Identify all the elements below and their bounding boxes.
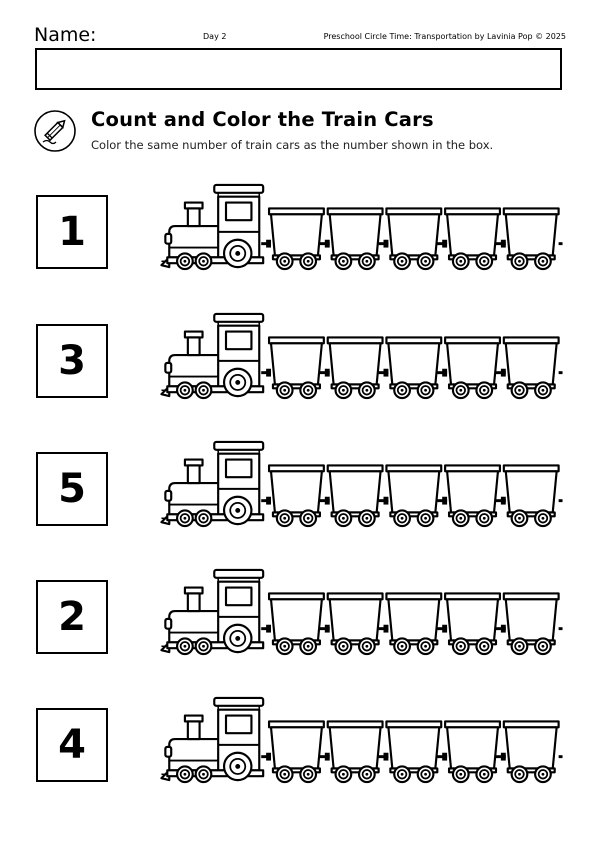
train-illustration[interactable] xyxy=(155,440,567,530)
train-row: 5 xyxy=(0,440,600,530)
number-box: 2 xyxy=(36,580,108,654)
train-row: 2 xyxy=(0,568,600,658)
activity-title: Count and Color the Train Cars xyxy=(91,108,434,131)
train-car xyxy=(437,464,501,528)
train-car xyxy=(261,464,325,528)
name-label: Name: xyxy=(34,24,97,46)
train-car xyxy=(261,592,325,656)
train-car xyxy=(496,592,560,656)
train-illustration[interactable] xyxy=(155,696,567,786)
train-car xyxy=(496,336,560,400)
train-car xyxy=(496,464,560,528)
number-box: 4 xyxy=(36,708,108,782)
train-illustration[interactable] xyxy=(155,312,567,402)
train-row: 3 xyxy=(0,312,600,402)
train-illustration[interactable] xyxy=(155,568,567,658)
train-car xyxy=(319,336,384,400)
train-car xyxy=(378,336,443,400)
train-car xyxy=(378,720,443,784)
train-row: 1 xyxy=(0,183,600,273)
train-row: 4 xyxy=(0,696,600,786)
train-car xyxy=(437,592,501,656)
train-car xyxy=(319,207,384,271)
train-car xyxy=(437,207,501,271)
train-car xyxy=(437,336,501,400)
train-car xyxy=(496,720,560,784)
train-car xyxy=(496,207,560,271)
locomotive xyxy=(160,183,265,271)
day-label: Day 2 xyxy=(203,32,227,41)
train-car xyxy=(319,464,384,528)
train-car xyxy=(319,720,384,784)
train-car xyxy=(378,592,443,656)
locomotive xyxy=(160,440,265,528)
locomotive xyxy=(160,568,265,656)
activity-instructions: Color the same number of train cars as t… xyxy=(91,138,494,152)
number-box: 1 xyxy=(36,195,108,269)
worksheet-header: Name: Day 2 Preschool Circle Time: Trans… xyxy=(0,0,600,50)
train-car xyxy=(378,464,443,528)
train-car xyxy=(319,592,384,656)
locomotive xyxy=(160,696,265,784)
name-input-box[interactable] xyxy=(35,48,562,90)
train-car xyxy=(378,207,443,271)
number-box: 3 xyxy=(36,324,108,398)
train-car xyxy=(437,720,501,784)
train-car xyxy=(261,720,325,784)
locomotive xyxy=(160,312,265,400)
credit-text: Preschool Circle Time: Transportation by… xyxy=(323,32,566,41)
train-illustration[interactable] xyxy=(155,183,567,273)
train-car xyxy=(261,207,325,271)
train-car xyxy=(261,336,325,400)
number-box: 5 xyxy=(36,452,108,526)
pencil-circle-icon xyxy=(34,110,76,152)
